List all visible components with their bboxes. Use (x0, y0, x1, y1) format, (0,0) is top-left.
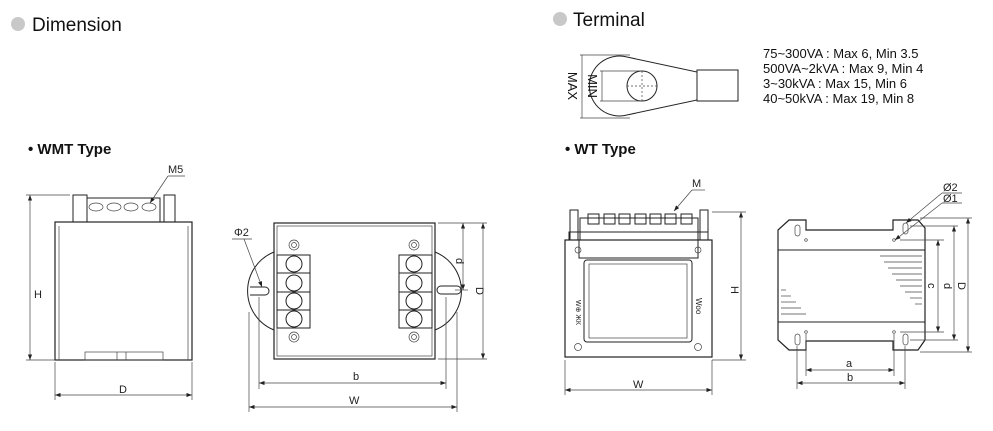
wmt-depth-label: D (119, 384, 127, 396)
section-bullet-icon (11, 17, 25, 31)
wt-front-view: W⊕ ЖК Woo M H W (564, 178, 746, 395)
brand-mark-logo: W⊕ ЖК (574, 300, 581, 326)
wmt-type-heading: • WMT Type (28, 141, 111, 158)
wmt-top-view: Φ2 d D b W (232, 222, 487, 412)
terminal-lug-drawing: MAX MIN (565, 54, 739, 119)
wt-height-label: H (728, 286, 740, 294)
wmt-side-view: M5 H D (26, 164, 193, 400)
wt-hole2-label: Ø2 (943, 182, 958, 194)
wt-side-view: Ø2 Ø1 c d D a b (777, 182, 972, 389)
wt-hole1-label: Ø1 (943, 193, 958, 205)
wt-screw-label: M (692, 178, 701, 190)
dimension-heading: Dimension (32, 15, 122, 36)
wmt-b-label: b (353, 371, 359, 383)
max-label: MAX (565, 72, 580, 101)
wt-c-label: c (925, 283, 937, 289)
wt-b-label: b (847, 372, 853, 384)
wmt-height-label: H (34, 289, 42, 301)
terminal-spec: 75~300VA : Max 6, Min 3.5 (763, 46, 919, 61)
wt-d-label: d (941, 283, 953, 289)
terminal-spec: 3~30kVA : Max 15, Min 6 (763, 76, 907, 91)
wmt-screw-label: M5 (168, 164, 183, 176)
terminal-spec: 500VA~2kVA : Max 9, Min 4 (763, 61, 923, 76)
wmt-W-label: W (349, 395, 360, 407)
terminal-heading: Terminal (573, 10, 645, 31)
min-label: MIN (585, 74, 600, 98)
wmt-hole-label: Φ2 (234, 227, 249, 239)
wt-type-heading: • WT Type (565, 141, 636, 158)
terminal-spec: 40~50kVA : Max 19, Min 8 (763, 91, 914, 106)
section-bullet-icon (553, 12, 567, 26)
brand-mark-logo: Woo (694, 298, 703, 315)
wt-width-label: W (633, 379, 644, 391)
wmt-d-label: d (453, 258, 465, 264)
wt-a-label: a (846, 358, 853, 370)
wt-D-label: D (955, 282, 967, 290)
wmt-D-label: D (473, 287, 485, 295)
